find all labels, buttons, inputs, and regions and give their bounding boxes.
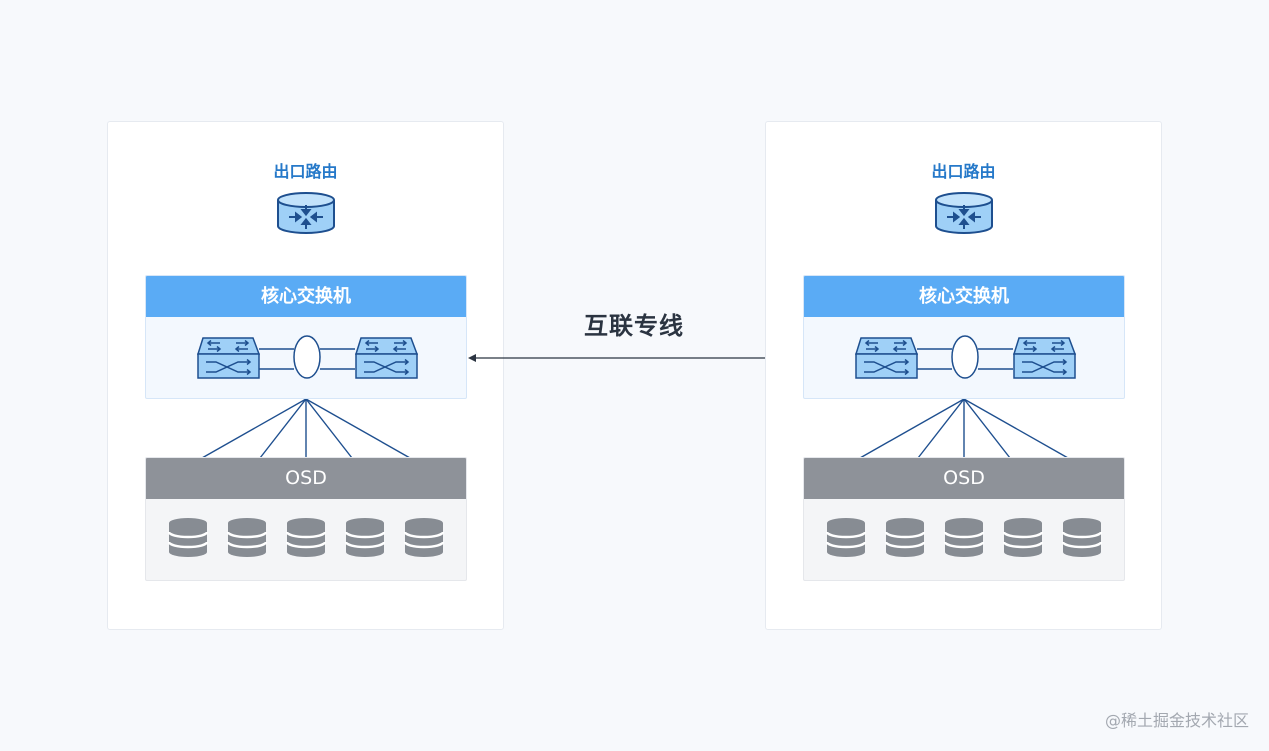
core-switch-title: 核心交换机 <box>804 276 1124 317</box>
interconnect-label: 互联专线 <box>584 312 684 340</box>
data-center-left: 出口路由 核心交换机 <box>107 121 504 630</box>
router-icon <box>935 192 993 234</box>
disk-row <box>168 518 448 558</box>
disk-icon <box>286 518 326 557</box>
disk-icon <box>1003 518 1043 557</box>
double-arrow-icon <box>468 354 801 362</box>
disk-icon <box>885 518 925 557</box>
data-center-right: 出口路由 核心交换机 <box>765 121 1162 630</box>
core-switch-graphic <box>854 335 1077 379</box>
link-aggregation-icon <box>951 335 979 379</box>
osd-title: OSD <box>146 458 466 499</box>
switch-icon <box>854 337 919 379</box>
osd-panel: OSD <box>145 457 467 581</box>
disk-icon <box>826 518 866 557</box>
switch-icon <box>196 337 261 379</box>
disk-icon <box>404 518 444 557</box>
disk-icon <box>227 518 267 557</box>
router-icon <box>277 192 335 234</box>
core-switch-graphic <box>196 335 419 379</box>
osd-title: OSD <box>804 458 1124 499</box>
disk-row <box>826 518 1106 558</box>
switch-icon <box>1012 337 1077 379</box>
switch-to-osd-links <box>859 399 1069 459</box>
disk-icon <box>345 518 385 557</box>
core-switch-panel: 核心交换机 <box>145 275 467 399</box>
core-switch-title: 核心交换机 <box>146 276 466 317</box>
core-switch-panel: 核心交换机 <box>803 275 1125 399</box>
disk-icon <box>944 518 984 557</box>
disk-icon <box>168 518 208 557</box>
egress-router-label: 出口路由 <box>931 162 996 181</box>
disk-icon <box>1062 518 1102 557</box>
switch-icon <box>354 337 419 379</box>
osd-panel: OSD <box>803 457 1125 581</box>
switch-to-osd-links <box>201 399 411 459</box>
watermark: @稀土掘金技术社区 <box>1104 711 1249 730</box>
link-aggregation-icon <box>293 335 321 379</box>
egress-router-label: 出口路由 <box>273 162 338 181</box>
